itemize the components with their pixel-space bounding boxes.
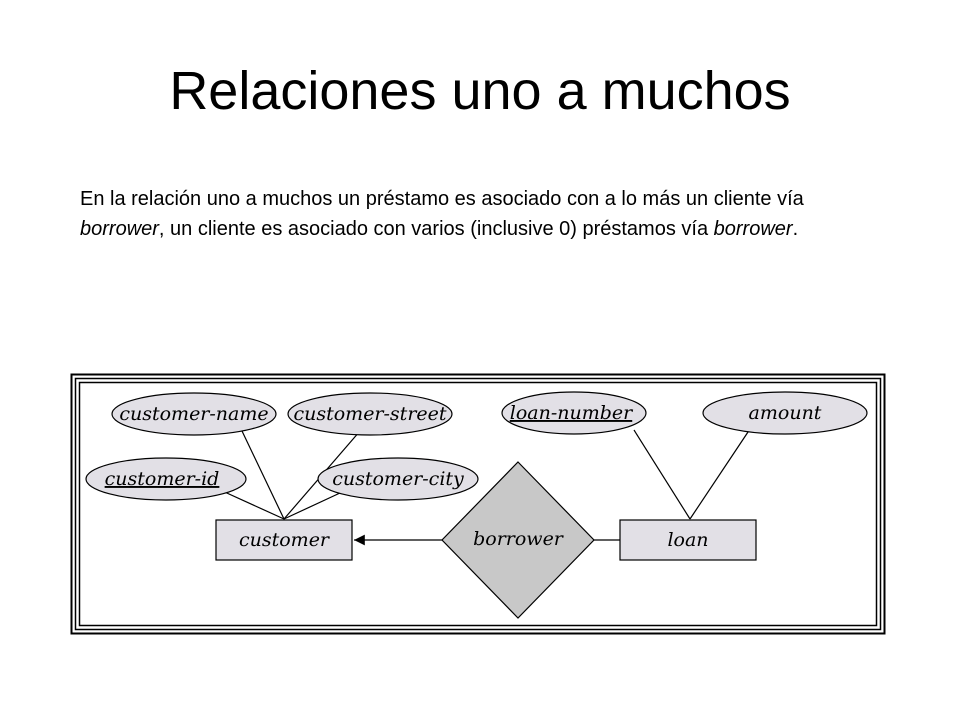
entity-loan: loan: [667, 529, 708, 551]
body-text-em-2: borrower: [713, 218, 793, 240]
attr-customer-id: customer-id: [105, 468, 220, 490]
line-customer-city: [283, 492, 341, 520]
attr-amount: amount: [749, 402, 822, 424]
entity-loan-box: [619, 519, 757, 561]
er-diagram: customer-name customer-street customer-i…: [70, 373, 886, 640]
entity-customer-box: [215, 519, 353, 561]
attr-customer-name-ellipse: [111, 392, 277, 436]
attr-amount-ellipse: [702, 391, 868, 435]
entity-customer: customer: [239, 529, 331, 551]
body-text-part-3: .: [792, 218, 799, 240]
er-diagram-svg: customer-name customer-street customer-i…: [70, 373, 886, 635]
attr-customer-id-ellipse: [85, 457, 247, 501]
line-customer-id: [217, 488, 285, 520]
body-text-part-1: En la relación uno a muchos un préstamo …: [80, 188, 804, 210]
line-loan-number: [633, 429, 691, 520]
attr-customer-city-ellipse: [317, 457, 479, 501]
body-text-part-2: , un cliente es asociado con varios (inc…: [158, 218, 714, 240]
slide-title: Relaciones uno a muchos: [169, 61, 791, 121]
line-amount: [689, 428, 751, 520]
line-customer-name: [241, 430, 285, 520]
slide-body-text: En la relación uno a muchos un préstamo …: [80, 184, 880, 244]
frame-inner: [78, 381, 878, 627]
relationship-borrower: borrower: [473, 528, 565, 550]
attr-customer-street: customer-street: [293, 403, 446, 425]
attr-customer-name: customer-name: [119, 403, 268, 425]
attr-loan-number-ellipse: [501, 391, 647, 435]
frame-middle: [74, 377, 882, 631]
attr-customer-street-ellipse: [287, 392, 453, 436]
body-text-em-1: borrower: [80, 218, 159, 240]
attr-loan-number: loan-number: [510, 402, 634, 424]
frame-outer: [70, 373, 886, 635]
attr-customer-city: customer-city: [332, 468, 464, 490]
relationship-borrower-diamond: [441, 461, 595, 619]
